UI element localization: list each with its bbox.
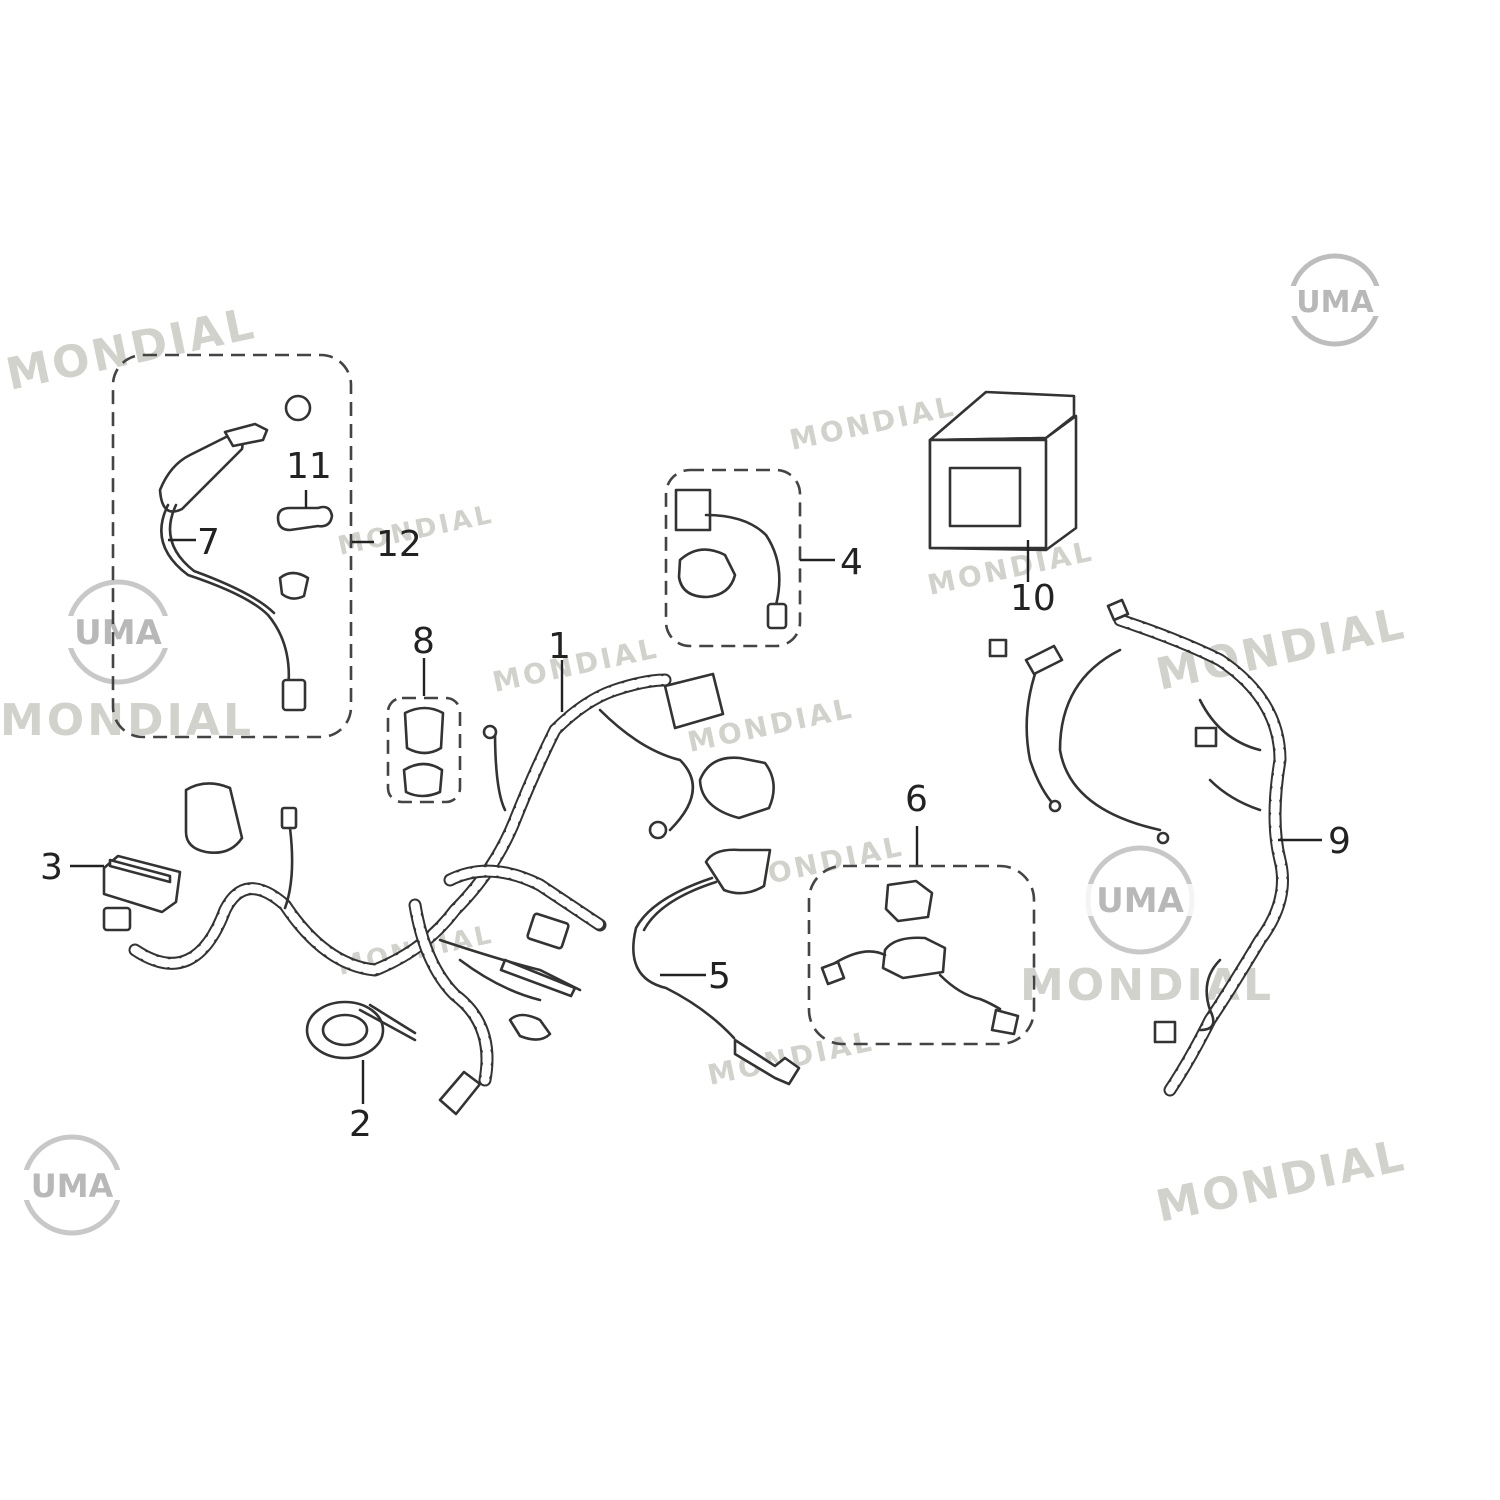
harness-lead [499, 958, 577, 998]
callout-1: 1 [548, 626, 571, 667]
callout-10: 10 [1010, 578, 1056, 619]
harness-lead [508, 1013, 552, 1041]
callout-9: 9 [1328, 821, 1351, 862]
lock-cylinder [276, 505, 334, 532]
switch-cap [278, 571, 310, 600]
rear-harness-connector [1024, 644, 1064, 676]
dashed-group-box [386, 696, 462, 804]
rear-harness-connector [988, 638, 1008, 658]
callout-3: 3 [40, 847, 63, 888]
callout-labels: 1 2 3 4 5 6 7 8 9 10 11 12 [40, 446, 1351, 1145]
relay-wire [704, 513, 781, 607]
harness-plug [526, 912, 570, 950]
relay-lead-connector [820, 960, 846, 986]
svg-text:UMA: UMA [1296, 285, 1374, 320]
watermark-uma-logo: UMA [1280, 253, 1390, 347]
starter-relay [881, 936, 947, 980]
fuse-group [386, 658, 462, 804]
main-wiring-harness [128, 660, 775, 1116]
rear-harness-connector [1194, 726, 1218, 748]
watermark-mondial: MONDIAL [0, 695, 254, 746]
key-cap [284, 394, 312, 422]
relay-lead-connector [990, 1008, 1020, 1036]
battery [928, 390, 1078, 582]
dashed-group-box [111, 353, 353, 739]
ignition-switch [158, 433, 244, 513]
relay-connector [766, 602, 788, 630]
svg-text:UMA: UMA [1096, 881, 1184, 921]
watermark-uma-logo: UMA [15, 1134, 131, 1236]
callout-4: 4 [840, 542, 863, 583]
callout-12: 12 [376, 524, 422, 565]
callout-7: 7 [197, 522, 220, 563]
relay-body [677, 548, 737, 599]
watermark-uma-logo: UMA [55, 579, 185, 685]
relay-terminal [674, 488, 712, 532]
watermark-mondial: MONDIAL [1152, 1130, 1411, 1233]
rear-harness-connector [1153, 1020, 1177, 1044]
callout-6: 6 [905, 779, 928, 820]
rear-wiring-harness [988, 598, 1322, 1097]
fuse-cap [402, 762, 444, 798]
callout-2: 2 [349, 1104, 372, 1145]
svg-text:UMA: UMA [74, 613, 162, 653]
starter-relay-group [807, 826, 1036, 1046]
horn [305, 1000, 417, 1104]
watermark-mondial: MONDIAL [2, 298, 261, 401]
svg-text:UMA: UMA [31, 1167, 114, 1205]
switch-connector [281, 678, 307, 712]
ignition-coil [632, 848, 801, 1086]
fuse-holder [403, 706, 445, 755]
ignition-key [223, 422, 269, 448]
callout-8: 8 [412, 621, 435, 662]
watermark-uma-logo: UMA [1078, 845, 1206, 955]
spark-plug-cap [733, 1038, 801, 1086]
ignition-switch-group [111, 353, 374, 739]
callout-5: 5 [708, 956, 731, 997]
switch-cable [160, 503, 291, 692]
flasher-can [698, 756, 775, 820]
rear-connector [438, 1070, 482, 1116]
rear-harness-connector [1106, 598, 1130, 622]
horn-relay-group [664, 468, 835, 648]
dashed-group-box [807, 864, 1036, 1046]
callout-11: 11 [286, 446, 332, 487]
rectifier [70, 854, 182, 932]
relay-cap [884, 879, 934, 923]
dashed-group-box [664, 468, 802, 648]
starter-capacitor [184, 782, 298, 910]
harness-connector-front [663, 672, 725, 730]
